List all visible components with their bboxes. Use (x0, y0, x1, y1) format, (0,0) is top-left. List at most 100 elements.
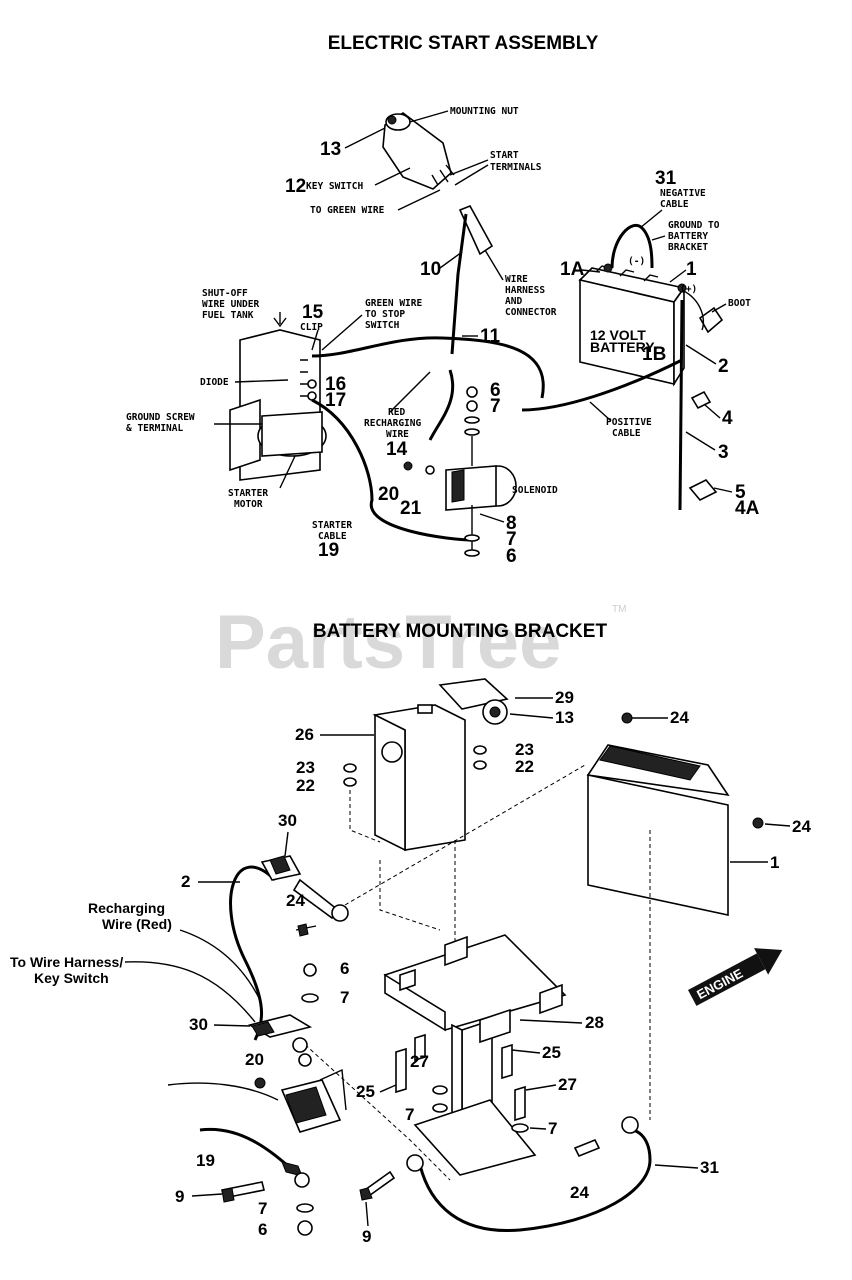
label-switch: SWITCH (365, 320, 400, 331)
label-30-b: 30 (189, 1015, 208, 1034)
label-1B: 1B (642, 344, 666, 365)
label-20-top: 20 (378, 484, 399, 505)
label-6-bottom-a: 6 (340, 959, 349, 978)
stand-post-drawing (413, 1008, 537, 1176)
label-24-c: 24 (286, 891, 305, 910)
label-23-b: 23 (515, 740, 534, 759)
label-27-b: 27 (558, 1075, 577, 1094)
label-cable-pos: CABLE (612, 428, 641, 439)
label-6-top-b: 6 (506, 546, 517, 567)
label-recharging: RECHARGING (364, 418, 421, 429)
label-battery: BATTERY (590, 339, 655, 355)
solenoid-bottom-drawing (167, 1068, 347, 1133)
label-to-wire-harness-2: Key Switch (34, 970, 109, 986)
label-17: 17 (325, 390, 346, 411)
label-negative: NEGATIVE (660, 188, 706, 199)
label-28: 28 (585, 1013, 604, 1032)
battery-bottom-drawing (586, 744, 730, 916)
label-8: 8 (506, 513, 517, 534)
label-to-wire-harness-1: To Wire Harness/ (10, 954, 123, 970)
label-start-terminals-1: START (490, 150, 519, 161)
label-to-green-wire: TO GREEN WIRE (310, 205, 385, 216)
label-connector: CONNECTOR (505, 307, 557, 318)
label-minus: (-) (628, 256, 645, 267)
label-27-a: 27 (410, 1052, 429, 1071)
label-6-bottom-b: 6 (258, 1220, 267, 1239)
label-31-top: 31 (655, 168, 677, 189)
label-wire: WIRE (505, 274, 528, 285)
label-to-stop: TO STOP (365, 309, 405, 320)
solenoid-drawing (445, 465, 517, 511)
label-31-bottom: 31 (700, 1158, 719, 1177)
bracket-26-drawing (372, 678, 509, 852)
label-green-wire: GREEN WIRE (365, 298, 422, 309)
title-battery-mounting-bracket: BATTERY MOUNTING BRACKET (313, 621, 608, 642)
label-and: AND (505, 296, 522, 307)
label-20-bottom: 20 (245, 1050, 264, 1069)
label-29: 29 (555, 688, 574, 707)
label-starter-cable-1: STARTER (312, 520, 352, 531)
label-25-b: 25 (356, 1082, 375, 1101)
label-solenoid: SOLENOID (512, 485, 558, 496)
label-4-top: 4 (722, 408, 733, 429)
label-positive: POSITIVE (606, 417, 652, 428)
label-motor: MOTOR (234, 499, 263, 510)
label-15: 15 (302, 302, 324, 323)
label-22-b: 22 (515, 757, 534, 776)
label-1A: 1A (560, 259, 585, 280)
label-9-b: 9 (362, 1227, 371, 1246)
label-9-a: 9 (175, 1187, 184, 1206)
label-25-a: 25 (542, 1043, 561, 1062)
label-starter: STARTER (228, 488, 268, 499)
label-30-a: 30 (278, 811, 297, 830)
label-21: 21 (400, 498, 422, 519)
label-diode: DIODE (200, 377, 229, 388)
label-13-bottom: 13 (555, 708, 574, 727)
label-24-d: 24 (570, 1183, 589, 1202)
plate-28-drawing (383, 934, 567, 1032)
label-22-a: 22 (296, 776, 315, 795)
label-7-bottom-b: 7 (405, 1105, 414, 1124)
label-12-top: 12 (285, 176, 306, 197)
label-24-b: 24 (792, 817, 811, 836)
label-7-top-a: 7 (490, 396, 501, 417)
label-3-top: 3 (718, 442, 729, 463)
label-7-bottom-d: 7 (258, 1199, 267, 1218)
label-shutoff-3: FUEL TANK (202, 310, 254, 321)
label-1-top: 1 (686, 259, 697, 280)
label-ground-to: GROUND TO (668, 220, 720, 231)
key-switch-drawing (382, 112, 455, 190)
label-recharging-wire-2: Wire (Red) (102, 916, 172, 932)
label-7-top-b: 7 (506, 529, 517, 550)
label-boot: BOOT (728, 298, 751, 309)
label-10: 10 (420, 259, 441, 280)
label-7-bottom-c: 7 (548, 1119, 557, 1138)
label-1-bottom: 1 (770, 853, 779, 872)
label-ground-screw-1: GROUND SCREW (126, 412, 195, 423)
watermark-text: PartsTree (215, 600, 561, 685)
label-13-top: 13 (320, 139, 341, 160)
label-19-bottom: 19 (196, 1151, 215, 1170)
label-recharging-wire-1: Recharging (88, 900, 165, 916)
label-5-top: 5 (735, 482, 746, 503)
label-2-bottom: 2 (181, 872, 190, 891)
label-23-a: 23 (296, 758, 315, 777)
engine-drawing (229, 329, 327, 481)
label-mounting-nut: MOUNTING NUT (450, 106, 519, 117)
label-24-a: 24 (670, 708, 689, 727)
label-red: RED (388, 407, 405, 418)
label-26: 26 (295, 725, 314, 744)
label-plus: (+) (680, 284, 697, 295)
label-16: 16 (325, 374, 346, 395)
label-6-top-a: 6 (490, 380, 501, 401)
label-bracket-word: BRACKET (668, 242, 708, 253)
label-harness-and: HARNESS (505, 285, 545, 296)
label-2-top: 2 (718, 356, 729, 377)
label-start-terminals-2: TERMINALS (490, 162, 542, 173)
engine-direction-arrow: ENGINE (688, 948, 783, 1006)
label-cable: CABLE (660, 199, 689, 210)
label-wire-red: WIRE (386, 429, 409, 440)
label-battery-word: BATTERY (668, 231, 708, 242)
label-12-volt: 12 VOLT (590, 327, 646, 343)
